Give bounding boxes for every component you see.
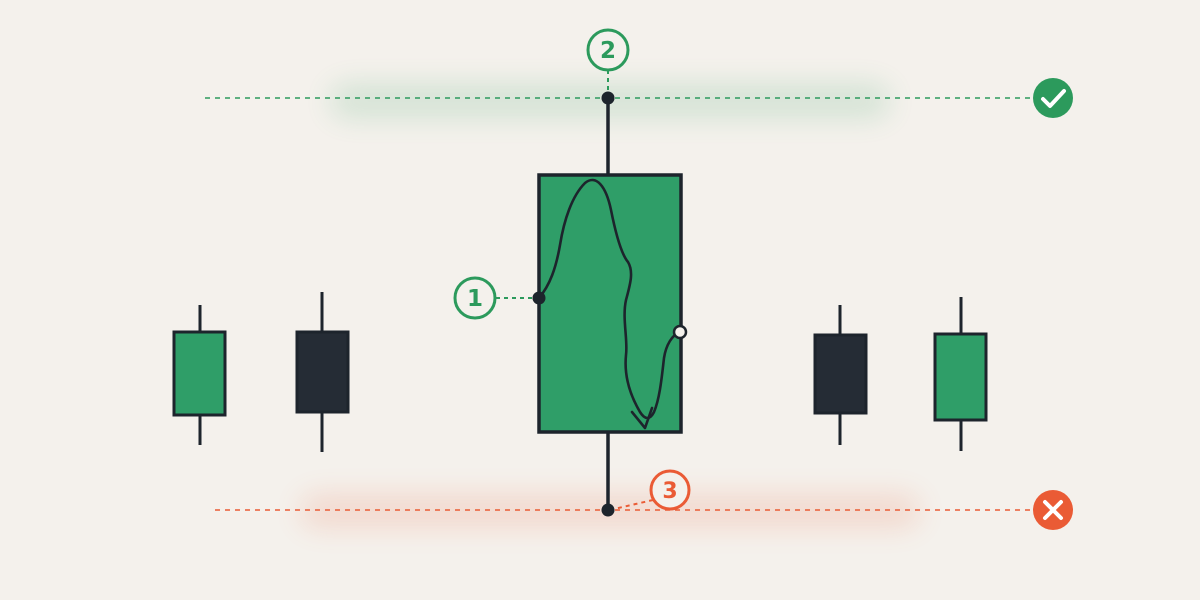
low-point-dot	[601, 503, 615, 517]
candle-main	[537, 98, 683, 510]
x-circle-icon	[1033, 490, 1073, 530]
marker-1-label: 1	[467, 286, 483, 312]
price-path-line	[537, 178, 682, 420]
marker-2-label: 2	[600, 38, 616, 64]
open-point-dot	[532, 291, 546, 305]
close-point-dot	[672, 324, 688, 340]
check-circle-icon	[1033, 78, 1073, 118]
marker-3: 3	[649, 469, 691, 511]
candle-right-bear	[813, 305, 868, 445]
marker-3-leader	[613, 499, 654, 510]
candle-left-bull	[172, 305, 227, 445]
marker-1: 1	[453, 276, 497, 320]
price-path-arrowhead	[630, 406, 654, 430]
marker-3-label: 3	[662, 479, 677, 504]
marker-2: 2	[586, 28, 630, 72]
candle-right-bull	[933, 297, 988, 451]
high-point-dot	[601, 91, 615, 105]
candle-left-bear	[295, 292, 350, 452]
